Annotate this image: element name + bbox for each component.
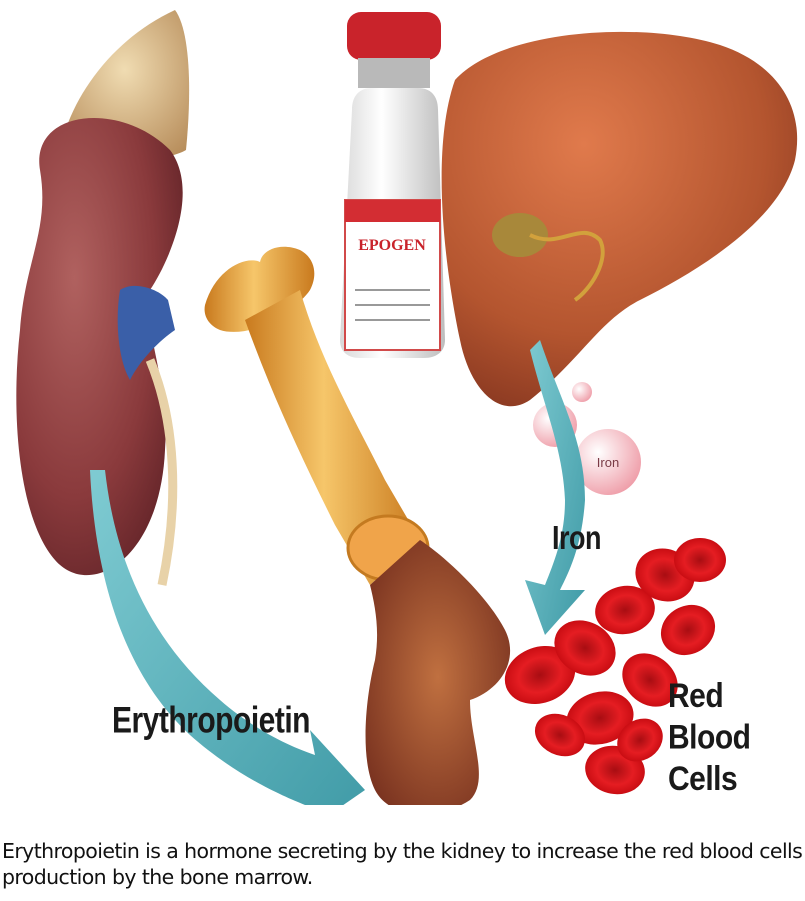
vial-cap bbox=[347, 12, 441, 60]
iron-sphere-label: Iron bbox=[597, 455, 619, 470]
liver-illustration bbox=[442, 32, 798, 406]
gallbladder bbox=[492, 213, 548, 257]
red-blood-cells-label: Red Blood Cells bbox=[668, 676, 805, 800]
erythropoietin-label: Erythropoietin bbox=[112, 700, 310, 743]
iron-sphere bbox=[572, 382, 592, 402]
red-blood-cell bbox=[652, 595, 724, 665]
red-blood-cell bbox=[674, 538, 726, 582]
caption-line-2: production by the bone marrow. bbox=[2, 864, 803, 890]
red-blood-cells-label-line1: Red Blood bbox=[668, 676, 805, 759]
iron-label: Iron bbox=[552, 519, 601, 558]
epogen-vial: EPOGEN bbox=[340, 12, 445, 358]
red-blood-cells-label-line2: Cells bbox=[668, 759, 805, 800]
bone-marrow bbox=[366, 540, 511, 805]
caption-line-1: Erythropoietin is a hormone secreting by… bbox=[2, 838, 803, 864]
caption: Erythropoietin is a hormone secreting by… bbox=[2, 838, 803, 890]
vial-label bbox=[345, 200, 440, 350]
vial-brand-text: EPOGEN bbox=[358, 237, 426, 254]
liver-shape bbox=[442, 32, 798, 406]
